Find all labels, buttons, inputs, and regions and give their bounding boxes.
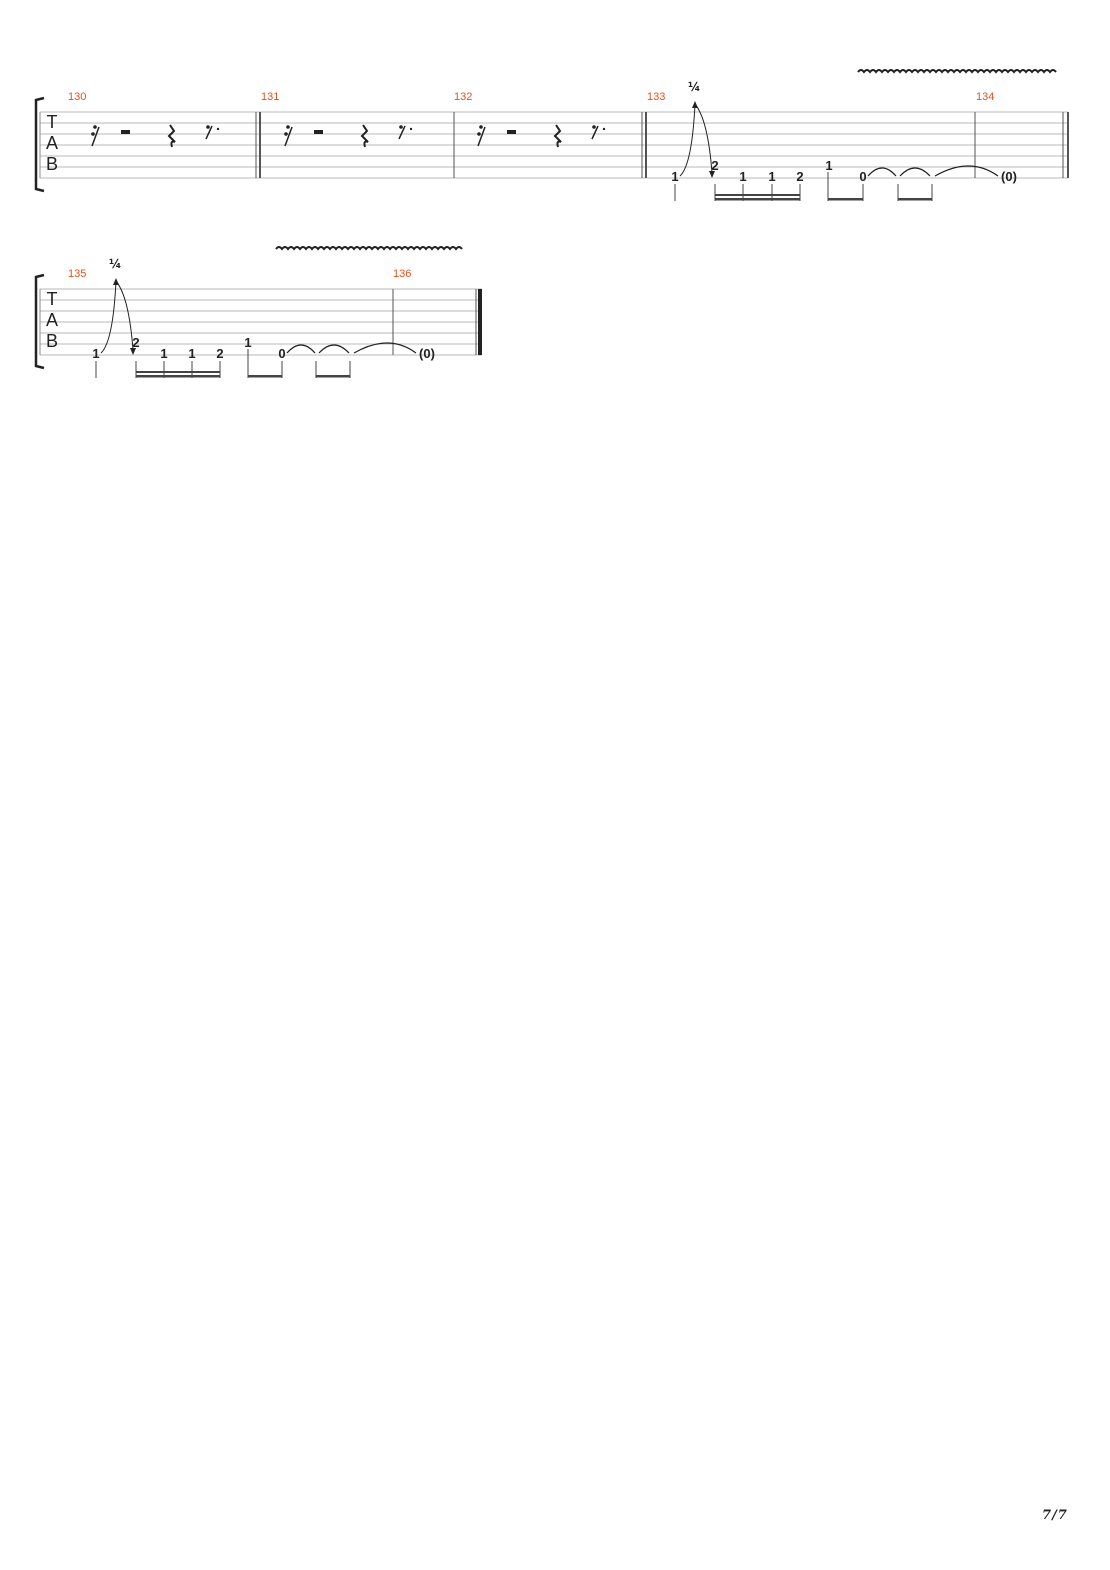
fret-number: 0 (278, 346, 285, 361)
fret-number: 2 (216, 346, 223, 361)
ties (867, 165, 999, 177)
fret-number-tied: (0) (419, 346, 435, 361)
fret-number: 1 (244, 335, 251, 350)
measure-number-133: 133 (647, 91, 665, 103)
tab-system-1: T A B 130 131 132 133 134 (34, 69, 1069, 201)
ties (286, 342, 417, 354)
bend-release (679, 103, 713, 177)
tab-clef: T A B (46, 112, 58, 174)
release-arrow-down (130, 348, 136, 355)
fret-number-tied: (0) (1001, 169, 1017, 184)
fret-number: 1 (671, 169, 678, 184)
rests-measure-130 (91, 124, 220, 148)
tab-system-2: T A B 135 136 ¼ (34, 246, 482, 378)
vibrato-marking (857, 69, 1057, 74)
sixteenth-rest (477, 125, 486, 147)
dotted-eighth-rest (205, 125, 220, 140)
half-rest (314, 130, 323, 134)
fret-number: 1 (160, 346, 167, 361)
vibrato-marking (275, 246, 463, 251)
tab-clef-letter-a: A (46, 133, 58, 153)
quarter-rest (553, 124, 562, 148)
bend-arrow-up (692, 101, 698, 108)
fret-number: 0 (859, 169, 866, 184)
fret-number: 1 (739, 169, 746, 184)
sixteenth-rest (91, 125, 100, 147)
half-rest (507, 130, 516, 134)
bend-amount: ¼ (688, 80, 700, 94)
quarter-rest (360, 124, 369, 148)
barlines (255, 112, 1069, 178)
tab-clef-letter-b: B (46, 331, 58, 351)
rests-measure-132 (477, 124, 606, 148)
system-bracket (34, 96, 45, 193)
fret-number: 1 (188, 346, 195, 361)
dotted-eighth-rest (398, 125, 413, 140)
measure-number-132: 132 (454, 91, 472, 103)
beams (136, 371, 350, 378)
system-bracket (34, 273, 45, 370)
barlines (392, 289, 482, 355)
measure-number-130: 130 (68, 91, 86, 103)
sixteenth-rest (284, 125, 293, 147)
measure-number-136: 136 (393, 268, 411, 280)
fret-number: 2 (796, 169, 803, 184)
quarter-rest (167, 124, 176, 148)
tab-clef-letter-a: A (46, 310, 58, 330)
measure-number-134: 134 (976, 91, 994, 103)
fret-number: 2 (132, 335, 139, 350)
half-rest (121, 130, 130, 134)
fret-number: 2 (711, 158, 718, 173)
rests-measure-131 (284, 124, 413, 148)
fret-number: 1 (825, 158, 832, 173)
tab-clef-letter-b: B (46, 154, 58, 174)
measure-number-135: 135 (68, 268, 86, 280)
measure-number-131: 131 (261, 91, 279, 103)
dotted-eighth-rest (591, 125, 606, 140)
beams (715, 194, 932, 201)
fret-number: 1 (768, 169, 775, 184)
fret-number: 1 (92, 346, 99, 361)
bend-release (100, 280, 134, 354)
tab-clef-letter-t: T (47, 112, 58, 132)
tab-clef: T A B (46, 289, 58, 351)
tab-clef-letter-t: T (47, 289, 58, 309)
page-number: 7/7 (1042, 1508, 1068, 1523)
bend-arrow-up (113, 278, 119, 285)
release-arrow-down (709, 171, 715, 178)
bend-amount: ¼ (109, 257, 121, 271)
staff-lines (40, 111, 1068, 179)
